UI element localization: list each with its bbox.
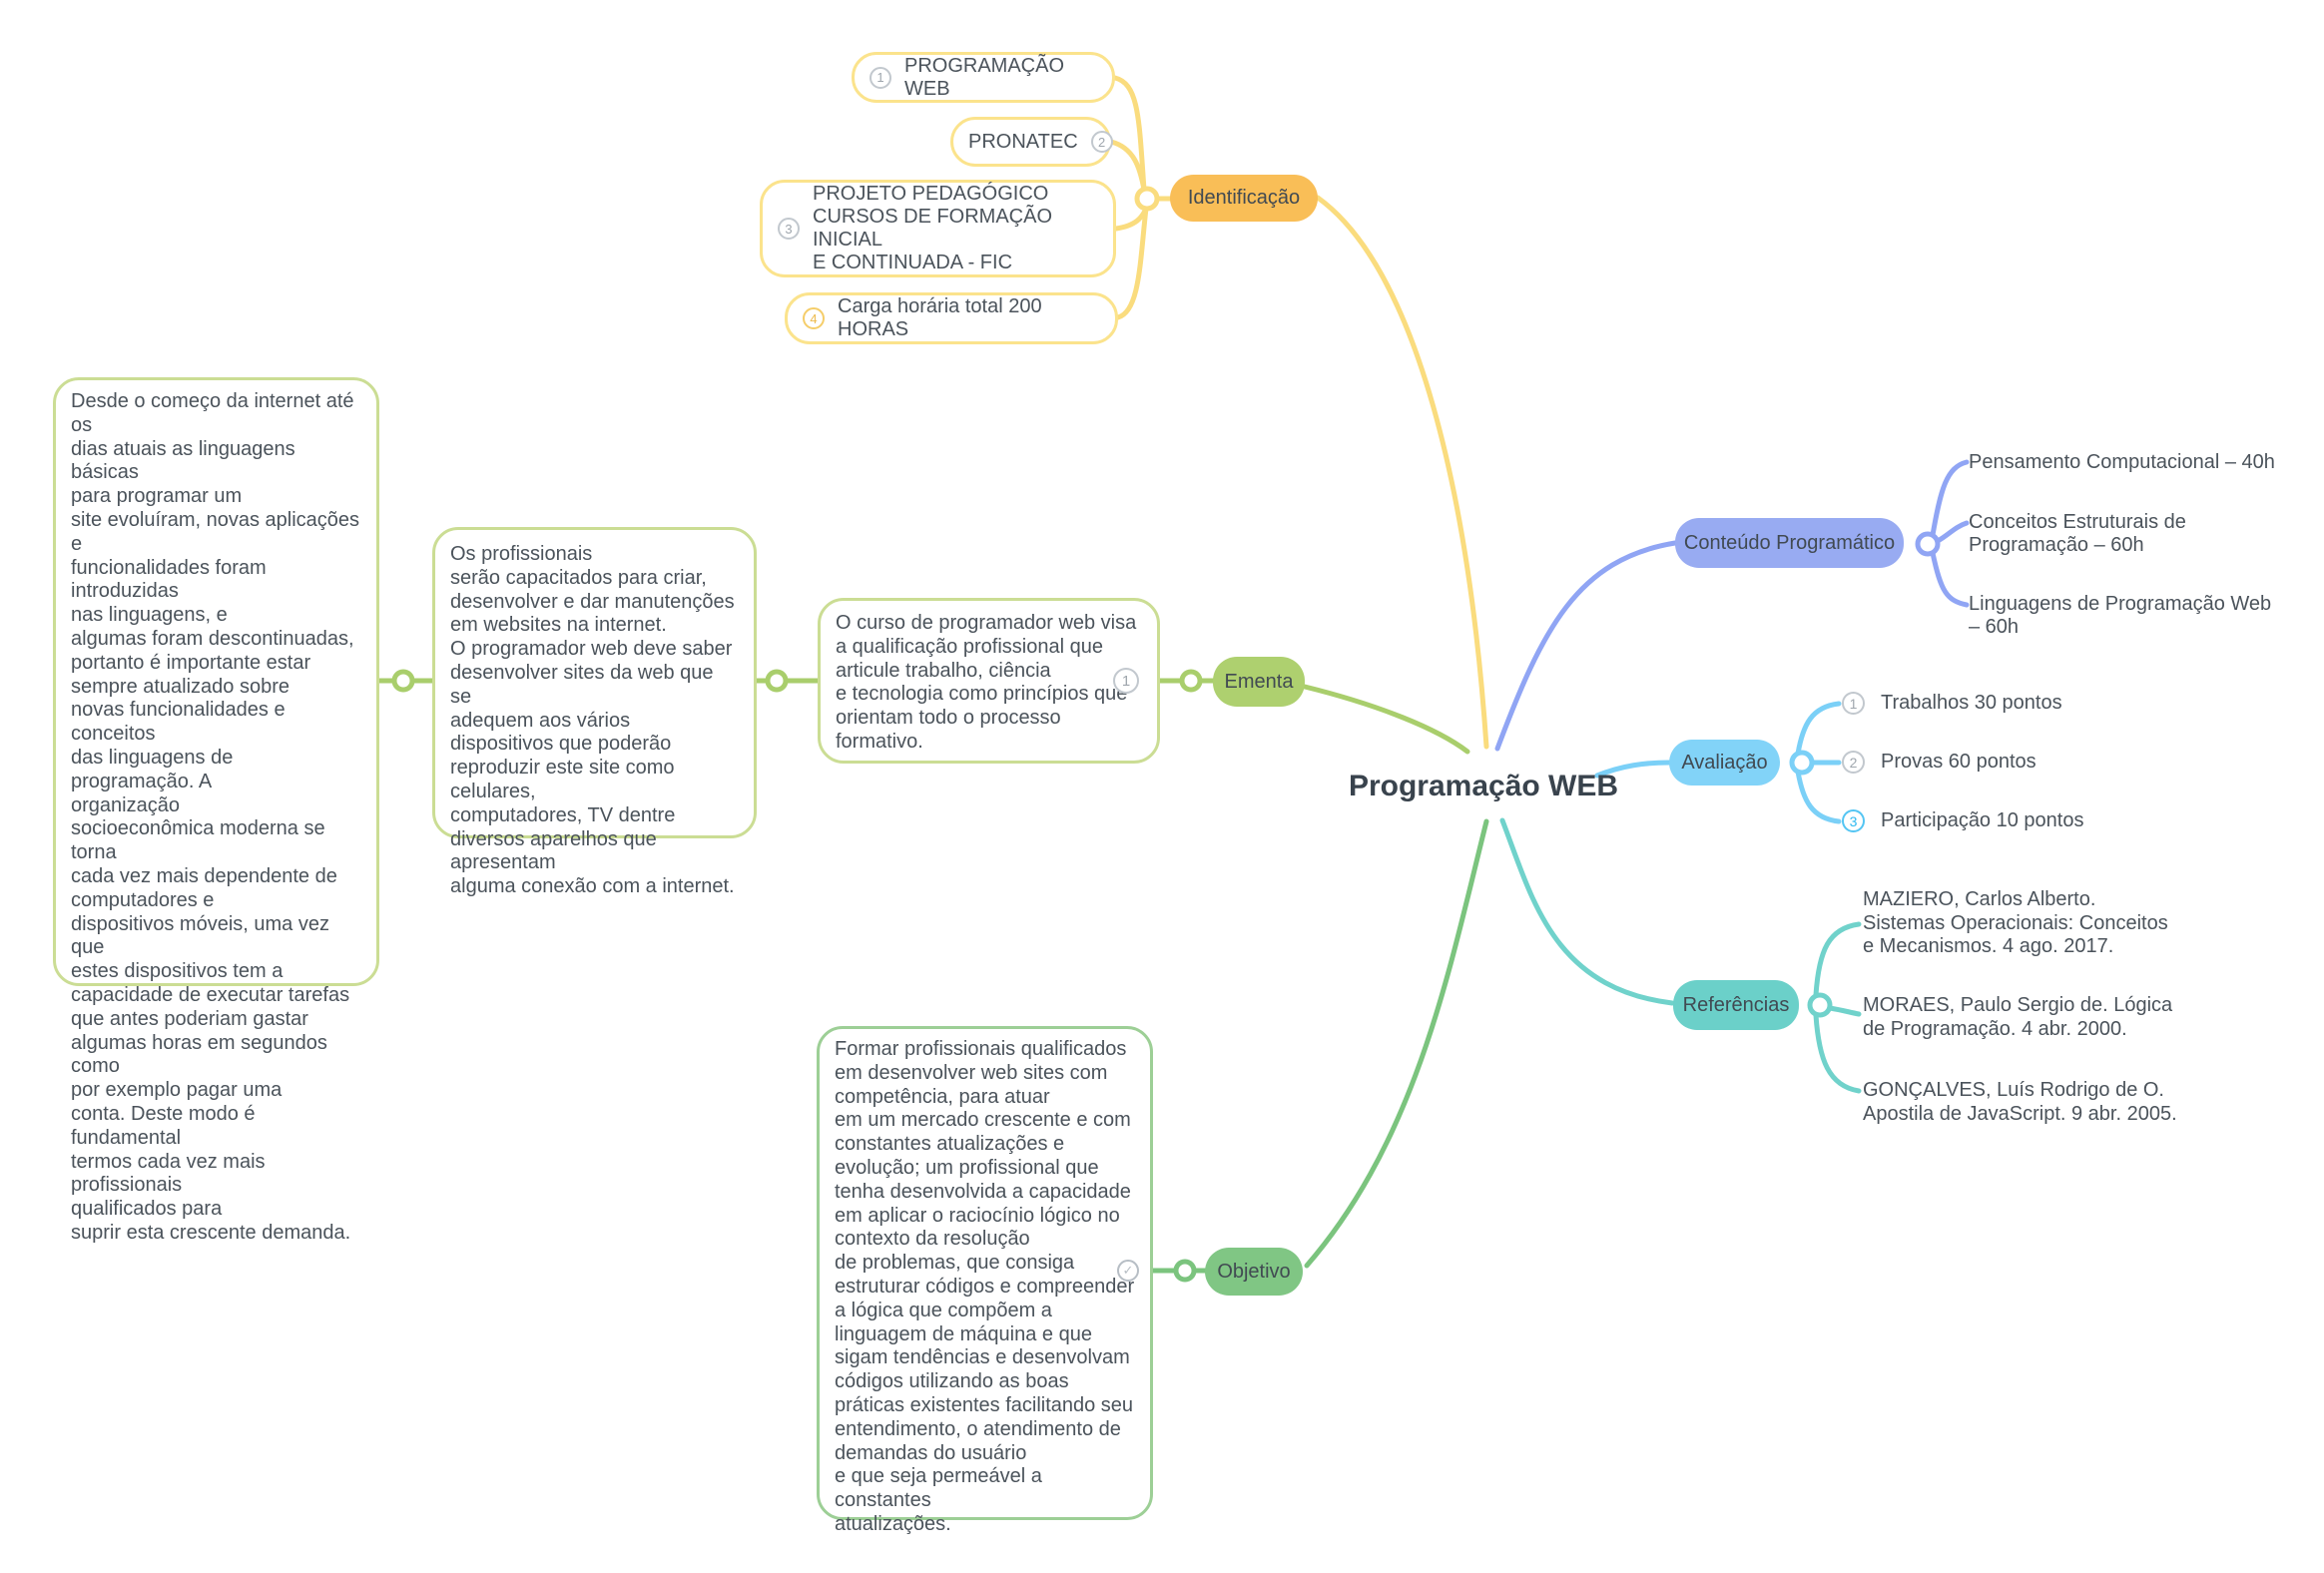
wire-referencias-item2: [1827, 1005, 1862, 1017]
wire-identificacao-center: [1315, 195, 1489, 750]
leaf-label: Provas 60 pontos: [1881, 751, 2036, 773]
node-pronatec[interactable]: PRONATEC 2: [950, 117, 1113, 167]
circled-1-icon: 1: [1842, 692, 1865, 715]
leaf-participacao[interactable]: 3 Participação 10 pontos: [1842, 809, 2083, 832]
circled-1-icon: 1: [1113, 668, 1139, 694]
node-projeto-pedagogico[interactable]: 3 PROJETO PEDAGÓGICO CURSOS DE FORMAÇÃO …: [760, 180, 1116, 277]
wire-avaliacao-center: [1594, 760, 1672, 779]
wire-identificacao-child2: [1108, 139, 1147, 193]
wire-identificacao-child3: [1113, 206, 1149, 232]
leaf-label: Participação 10 pontos: [1881, 809, 2084, 831]
circled-4-icon: 4: [803, 307, 825, 329]
ementa-note-curso[interactable]: O curso de programador web visa a qualif…: [818, 598, 1160, 764]
junction-dot-referencias[interactable]: [1807, 992, 1833, 1018]
circled-1-icon: 1: [870, 66, 891, 89]
branch-label-referencias[interactable]: Referências: [1673, 980, 1799, 1030]
circled-2-icon: 2: [1090, 131, 1113, 153]
check-circle-icon: ✓: [1117, 1260, 1139, 1282]
wire-conteudo-item1: [1930, 459, 1970, 538]
junction-dot-identificacao[interactable]: [1134, 186, 1160, 212]
circled-3-icon: 3: [1842, 809, 1865, 832]
node-carga-horaria[interactable]: 4 Carga horária total 200 HORAS: [785, 292, 1118, 344]
wire-objetivo-center: [1304, 818, 1489, 1269]
ementa-note-contexto[interactable]: Desde o começo da internet até os dias a…: [53, 377, 379, 1244]
node-label: PROGRAMAÇÃO WEB: [904, 54, 1065, 100]
wire-referencias-center: [1499, 817, 1675, 1006]
wire-avaliacao-item1: [1795, 701, 1842, 757]
junction-dot-ementa-3[interactable]: [1179, 669, 1203, 693]
leaf-pensamento-computacional[interactable]: Pensamento Computacional – 40h: [1969, 451, 2275, 473]
wire-referencias-item1: [1813, 921, 1862, 998]
leaf-ref-moraes[interactable]: MORAES, Paulo Sergio de. Lógica de Progr…: [1863, 994, 2173, 1040]
wire-referencias-item3: [1813, 1012, 1862, 1094]
objetivo-note[interactable]: Formar profissionais qualificados em des…: [817, 1026, 1153, 1535]
wire-identificacao-child4: [1115, 206, 1149, 320]
circled-2-icon: 2: [1842, 751, 1865, 774]
leaf-ref-maziero[interactable]: MAZIERO, Carlos Alberto. Sistemas Operac…: [1863, 888, 2168, 957]
wire-avaliacao-item3: [1795, 769, 1842, 824]
junction-dot-avaliacao[interactable]: [1789, 750, 1815, 776]
circled-3-icon: 3: [778, 218, 800, 240]
leaf-label: Trabalhos 30 pontos: [1881, 692, 2062, 714]
leaf-ref-goncalves[interactable]: GONÇALVES, Luís Rodrigo de O. Apostila d…: [1863, 1079, 2177, 1125]
branch-label-identificacao[interactable]: Identificação: [1170, 175, 1318, 222]
junction-dot-objetivo[interactable]: [1173, 1259, 1197, 1283]
leaf-trabalhos[interactable]: 1 Trabalhos 30 pontos: [1842, 692, 2062, 715]
node-label: PRONATEC: [968, 130, 1078, 153]
wire-conteudo-center: [1494, 540, 1678, 752]
branch-label-conteudo-programatico[interactable]: Conteúdo Programático: [1675, 518, 1904, 568]
branch-label-objetivo[interactable]: Objetivo: [1205, 1248, 1303, 1296]
branch-label-avaliacao[interactable]: Avaliação: [1669, 740, 1780, 786]
wire-identificacao-child1: [1112, 75, 1147, 193]
junction-dot-ementa-1[interactable]: [391, 669, 415, 693]
node-label: PROJETO PEDAGÓGICO CURSOS DE FORMAÇÃO IN…: [813, 183, 1053, 273]
junction-dot-conteudo[interactable]: [1915, 531, 1941, 557]
leaf-provas[interactable]: 2 Provas 60 pontos: [1842, 751, 2036, 774]
wire-conteudo-item3: [1930, 550, 1970, 608]
junction-dot-ementa-2[interactable]: [765, 669, 789, 693]
wire-conteudo-item2: [1935, 520, 1970, 544]
leaf-conceitos-estruturais[interactable]: Conceitos Estruturais de Programação – 6…: [1969, 511, 2186, 556]
map-root-title[interactable]: Programação WEB: [1348, 770, 1619, 802]
branch-label-ementa[interactable]: Ementa: [1213, 657, 1305, 707]
leaf-linguagens-programacao[interactable]: Linguagens de Programação Web – 60h: [1969, 593, 2272, 638]
node-programacao-web[interactable]: 1 PROGRAMAÇÃO WEB: [852, 52, 1115, 103]
ementa-note-profissionais[interactable]: Os profissionais serão capacitados para …: [432, 527, 757, 897]
wire-ementa-center: [1302, 684, 1470, 755]
node-label: Carga horária total 200 HORAS: [838, 295, 1042, 340]
